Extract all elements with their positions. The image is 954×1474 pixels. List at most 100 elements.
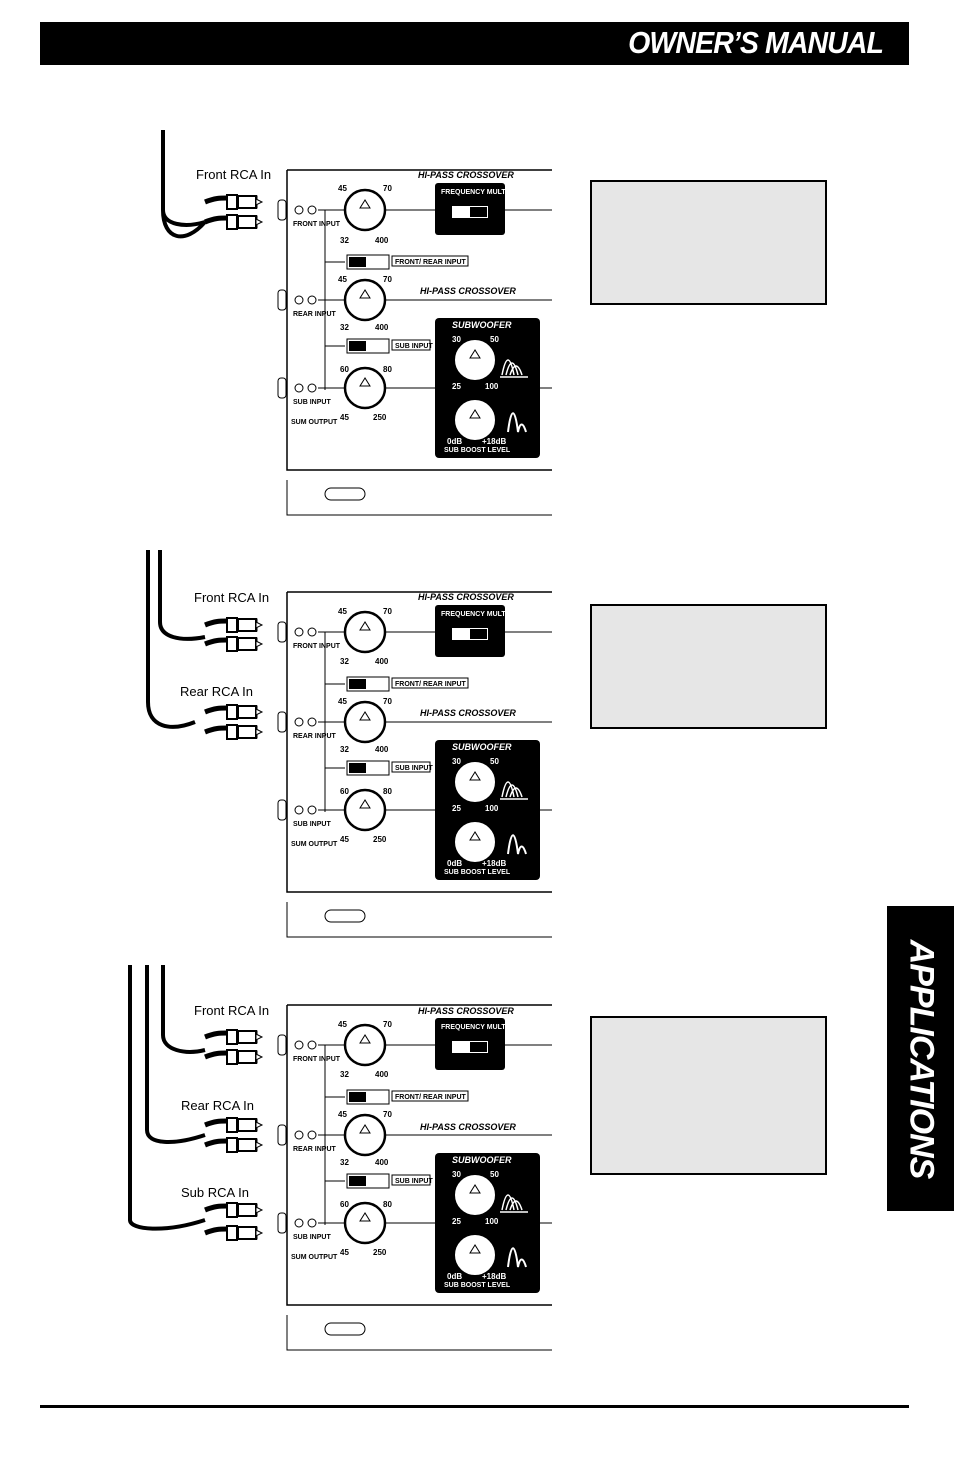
knob1-400-p2: 400 [375,657,389,666]
knob1-32: 32 [340,236,349,245]
knob3-80-p3: 80 [383,1200,392,1209]
knob3-80-p2: 80 [383,787,392,796]
knob3-45-p3: 45 [340,1248,349,1257]
knob1-70-p2: 70 [383,607,392,616]
freq-100: 100 [485,382,499,391]
knob3-250-p2: 250 [373,835,387,844]
knob2-45-p2: 45 [338,697,347,706]
sub-input-sw-label-1: SUB INPUT [395,343,433,350]
freq-50-p3: 50 [490,1170,499,1179]
knob3-60: 60 [340,365,349,374]
freq-30-p3: 30 [452,1170,461,1179]
freq-25-p2: 25 [452,804,461,813]
sub-input-label-3: SUB INPUT [293,1234,331,1241]
freq-25-p3: 25 [452,1217,461,1226]
boost-18db-p2: +18dB [482,859,506,868]
freq-50: 50 [490,335,499,344]
freq-50-p2: 50 [490,757,499,766]
input-label-front-3: Front RCA In [194,1003,269,1018]
manual-title: OWNER’S MANUAL [628,25,884,60]
freq-30-p2: 30 [452,757,461,766]
sub-boost-label-2: SUB BOOST LEVEL [444,869,511,876]
knob1-45-p2: 45 [338,607,347,616]
diagram-front-rear-sub [128,965,554,1352]
knob3-60-p3: 60 [340,1200,349,1209]
sub-input-sw-label-3: SUB INPUT [395,1178,433,1185]
knob1-70: 70 [383,184,392,193]
knob2-70-p3: 70 [383,1110,392,1119]
sub-input-sw-label-2: SUB INPUT [395,765,433,772]
sub-input-label-2: SUB INPUT [293,821,331,828]
diagram-front-only [161,130,554,517]
front-input-label-1: FRONT INPUT [293,221,341,228]
knob2-45-p3: 45 [338,1110,347,1119]
knob1-32-p3: 32 [340,1070,349,1079]
sub-input-label-1: SUB INPUT [293,399,331,406]
boost-18db: +18dB [482,437,506,446]
knob1-45-p3: 45 [338,1020,347,1029]
note-box-2 [590,604,827,729]
knob-scales: 45 70 32 400 45 70 32 400 60 80 45 250 3… [338,184,506,1281]
front-rear-sw-label-1: FRONT/ REAR INPUT [395,259,467,266]
freq-30: 30 [452,335,461,344]
hipass-label-mid-1: HI-PASS CROSSOVER [420,286,516,296]
sub-boost-label-3: SUB BOOST LEVEL [444,1282,511,1289]
sum-output-label-1: SUM OUTPUT [291,419,338,426]
hipass-label-top-1: HI-PASS CROSSOVER [418,170,514,180]
freq-mult-label-3: FREQUENCY MULTIPLIER [441,1024,528,1031]
boost-0db-p2: 0dB [447,859,462,868]
hipass-label-mid-3: HI-PASS CROSSOVER [420,1122,516,1132]
rear-input-label-1: REAR INPUT [293,311,337,318]
knob1-400: 400 [375,236,389,245]
page-header-bar: OWNER’S MANUAL [40,22,909,65]
knob1-400-p3: 400 [375,1070,389,1079]
input-label-front-1: Front RCA In [196,167,271,182]
sub-boost-label-1: SUB BOOST LEVEL [444,447,511,454]
hipass-label-top-3: HI-PASS CROSSOVER [418,1006,514,1016]
knob1-70-p3: 70 [383,1020,392,1029]
note-box-1 [590,180,827,305]
knob2-400-p3: 400 [375,1158,389,1167]
knob3-80: 80 [383,365,392,374]
knob2-32-p2: 32 [340,745,349,754]
freq-100-p3: 100 [485,1217,499,1226]
input-label-front-2: Front RCA In [194,590,269,605]
footer-rule [40,1405,909,1408]
section-tab: APPLICATIONS [887,906,954,1211]
knob1-45: 45 [338,184,347,193]
input-label-sub-3: Sub RCA In [181,1185,249,1200]
freq-mult-label-2: FREQUENCY MULTIPLIER [441,611,528,618]
freq-mult-label-1: FREQUENCY MULTIPLIER [441,189,528,196]
front-rear-sw-label-3: FRONT/ REAR INPUT [395,1094,467,1101]
input-label-rear-3: Rear RCA In [181,1098,254,1113]
knob2-400: 400 [375,323,389,332]
freq-100-p2: 100 [485,804,499,813]
boost-18db-p3: +18dB [482,1272,506,1281]
freq-25: 25 [452,382,461,391]
sum-output-label-2: SUM OUTPUT [291,841,338,848]
front-input-label-3: FRONT INPUT [293,1056,341,1063]
knob2-32-p3: 32 [340,1158,349,1167]
front-input-label-2: FRONT INPUT [293,643,341,650]
knob2-70: 70 [383,275,392,284]
subwoofer-label-3: SUBWOOFER [452,1155,512,1165]
diagram-front-rear [146,550,554,939]
knob3-250-p3: 250 [373,1248,387,1257]
input-label-rear-2: Rear RCA In [180,684,253,699]
knob3-45: 45 [340,413,349,422]
subwoofer-label-1: SUBWOOFER [452,320,512,330]
boost-0db: 0dB [447,437,462,446]
rear-input-label-3: REAR INPUT [293,1146,337,1153]
boost-0db-p3: 0dB [447,1272,462,1281]
sum-output-label-3: SUM OUTPUT [291,1254,338,1261]
hipass-label-top-2: HI-PASS CROSSOVER [418,592,514,602]
note-box-3 [590,1016,827,1175]
knob3-60-p2: 60 [340,787,349,796]
knob2-70-p2: 70 [383,697,392,706]
knob2-32: 32 [340,323,349,332]
rear-input-label-2: REAR INPUT [293,733,337,740]
knob1-32-p2: 32 [340,657,349,666]
front-rear-sw-label-2: FRONT/ REAR INPUT [395,681,467,688]
knob2-45: 45 [338,275,347,284]
